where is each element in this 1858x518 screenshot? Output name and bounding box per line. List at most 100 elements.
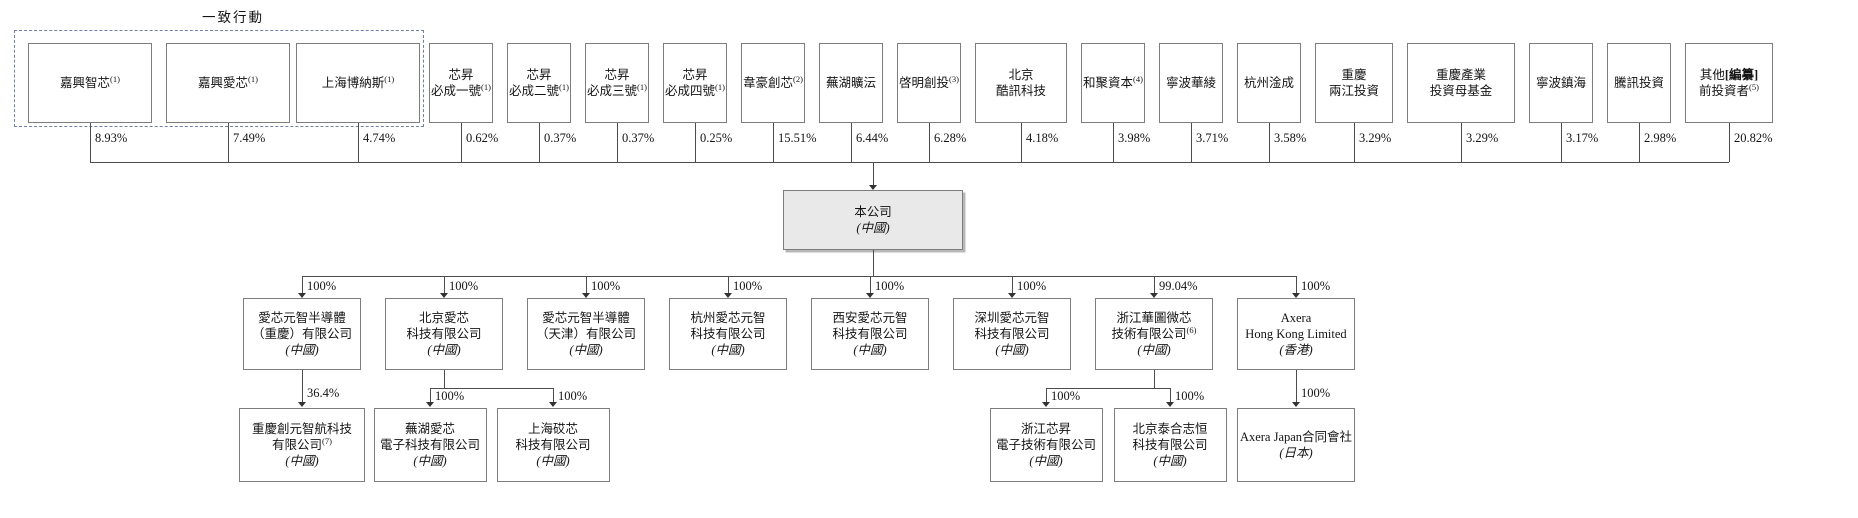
shareholder-box-line: 寧波華綾 xyxy=(1165,76,1216,90)
shareholder-box-line: 芯昇 xyxy=(526,68,552,82)
subsidiary-pct: 100% xyxy=(1017,279,1047,293)
connector-line xyxy=(539,123,540,162)
subsidiary-pct: 100% xyxy=(307,279,337,293)
subsidiary-pct: 99.04% xyxy=(1159,279,1198,293)
subsidiary-box-line: 科技有限公司 xyxy=(832,327,908,341)
connector-line xyxy=(90,162,1729,163)
arrowhead-icon xyxy=(866,292,874,298)
shareholder-box-line: 騰訊投資 xyxy=(1613,76,1664,90)
shareholder-box-line: 必成三號(1) xyxy=(587,81,647,98)
shareholder-pct: 3.29% xyxy=(1359,131,1392,145)
shareholder-box: 芯昇必成二號(1) xyxy=(507,43,571,123)
shareholder-box-line: 重慶 xyxy=(1341,68,1367,82)
subsidiary-pct: 100% xyxy=(449,279,479,293)
grandchild-box-line: 浙江芯昇 xyxy=(1020,422,1071,436)
grandchild-box-line: 上海砹芯 xyxy=(527,422,578,436)
subsidiary-box-line: (中國) xyxy=(853,343,887,357)
shareholder-box-line: 韋豪創芯(2) xyxy=(743,73,803,90)
shareholder-pct: 7.49% xyxy=(233,131,266,145)
shareholder-box: 寧波華綾 xyxy=(1159,43,1223,123)
subsidiary-box-line: (中國) xyxy=(995,343,1029,357)
connector-line xyxy=(444,370,445,388)
arrowhead-icon xyxy=(1150,292,1158,298)
shareholder-pct: 0.62% xyxy=(466,131,499,145)
connector-line xyxy=(302,276,1296,277)
connector-line xyxy=(430,388,431,402)
shareholder-box-line: 必成二號(1) xyxy=(509,81,569,98)
grandchild-box-line: 有限公司(7) xyxy=(272,435,332,452)
shareholder-pct: 4.18% xyxy=(1026,131,1059,145)
connector-line xyxy=(870,276,871,293)
grandchild-box-line: (日本) xyxy=(1279,446,1313,460)
grandchild-box: 重慶創元智航科技有限公司(7)(中國) xyxy=(239,408,365,482)
subsidiary-box-line: (中國) xyxy=(427,343,461,357)
shareholder-box-line: 酷訊科技 xyxy=(995,84,1046,98)
connector-line xyxy=(586,276,587,293)
connector-line xyxy=(1296,276,1297,293)
arrowhead-icon xyxy=(1042,402,1050,407)
connector-line xyxy=(728,276,729,293)
arrowhead-icon xyxy=(1166,402,1174,407)
grandchild-box-line: 電子科技有限公司 xyxy=(379,438,480,452)
arrowhead-icon xyxy=(426,402,434,407)
subsidiary-box-line: 西安愛芯元智 xyxy=(832,311,908,325)
grandchild-box-line: 北京泰合志恒 xyxy=(1132,422,1208,436)
grandchild-pct: 36.4% xyxy=(307,386,340,400)
subsidiary-box-line: 愛芯元智半導體 xyxy=(258,311,346,325)
shareholder-box: 芯昇必成四號(1) xyxy=(663,43,727,123)
shareholder-box: 嘉興智芯(1) xyxy=(28,43,152,123)
shareholder-pct: 6.44% xyxy=(856,131,889,145)
connector-line xyxy=(1461,123,1462,162)
arrowhead-icon xyxy=(549,402,557,407)
grandchild-box: 蕪湖愛芯電子科技有限公司(中國) xyxy=(373,408,487,482)
shareholder-box: 啓明創投(3) xyxy=(897,43,961,123)
subsidiary-box-line: 科技有限公司 xyxy=(974,327,1050,341)
connector-line xyxy=(1154,276,1155,293)
shareholder-box-line: 前投資者(5) xyxy=(1699,81,1759,98)
shareholder-box-line: 必成一號(1) xyxy=(431,81,491,98)
shareholder-pct: 0.25% xyxy=(700,131,733,145)
subsidiary-box-line: 浙江華圖微芯 xyxy=(1116,311,1192,325)
shareholder-box: 蕪湖曠沄 xyxy=(819,43,883,123)
connector-line xyxy=(1296,370,1297,402)
shareholder-box-line: 投資母基金 xyxy=(1429,84,1493,98)
connector-line xyxy=(1269,123,1270,162)
connector-line xyxy=(873,162,874,185)
arrowhead-icon xyxy=(298,402,306,407)
shareholder-box: 騰訊投資 xyxy=(1607,43,1671,123)
shareholder-box: 寧波鎮海 xyxy=(1529,43,1593,123)
shareholder-pct: 15.51% xyxy=(778,131,817,145)
connector-line xyxy=(1170,388,1171,402)
subsidiary-pct: 100% xyxy=(875,279,905,293)
shareholder-pct: 4.74% xyxy=(363,131,396,145)
connector-line xyxy=(461,123,462,162)
shareholder-box: 芯昇必成三號(1) xyxy=(585,43,649,123)
subsidiary-box-line: 深圳愛芯元智 xyxy=(974,311,1050,325)
shareholder-box-line: 和聚資本(4) xyxy=(1083,73,1143,90)
shareholder-box: 重慶兩江投資 xyxy=(1315,43,1393,123)
connector-line xyxy=(1012,276,1013,293)
subsidiary-box-line: 科技有限公司 xyxy=(690,327,766,341)
subsidiary-box: 深圳愛芯元智科技有限公司 (中國) xyxy=(953,298,1071,370)
subsidiary-box: 愛芯元智半導體（天津）有限公司(中國) xyxy=(527,298,645,370)
grandchild-box: 上海砹芯科技有限公司(中國) xyxy=(496,408,610,482)
shareholder-box-line: 蕪湖曠沄 xyxy=(825,76,876,90)
subsidiary-pct: 100% xyxy=(591,279,621,293)
connector-line xyxy=(1021,123,1022,162)
connector-line xyxy=(851,123,852,162)
subsidiary-box-line: (中國) xyxy=(285,343,319,357)
company-box: 本公司(中國) xyxy=(783,190,963,250)
shareholder-box-line: 嘉興愛芯(1) xyxy=(198,73,258,90)
arrowhead-icon xyxy=(1008,292,1016,298)
shareholder-pct: 8.93% xyxy=(95,131,128,145)
connector-line xyxy=(1561,123,1562,162)
shareholder-box: 韋豪創芯(2) xyxy=(741,43,805,123)
shareholder-box: 北京酷訊科技 xyxy=(975,43,1067,123)
grandchild-box-line: Axera Japan合同會社 xyxy=(1239,430,1353,444)
subsidiary-box: 西安愛芯元智科技有限公司 (中國) xyxy=(811,298,929,370)
connector-line xyxy=(1154,370,1155,388)
subsidiary-box-line: (中國) xyxy=(711,343,745,357)
grandchild-pct: 100% xyxy=(558,389,588,403)
connector-line xyxy=(1191,123,1192,162)
